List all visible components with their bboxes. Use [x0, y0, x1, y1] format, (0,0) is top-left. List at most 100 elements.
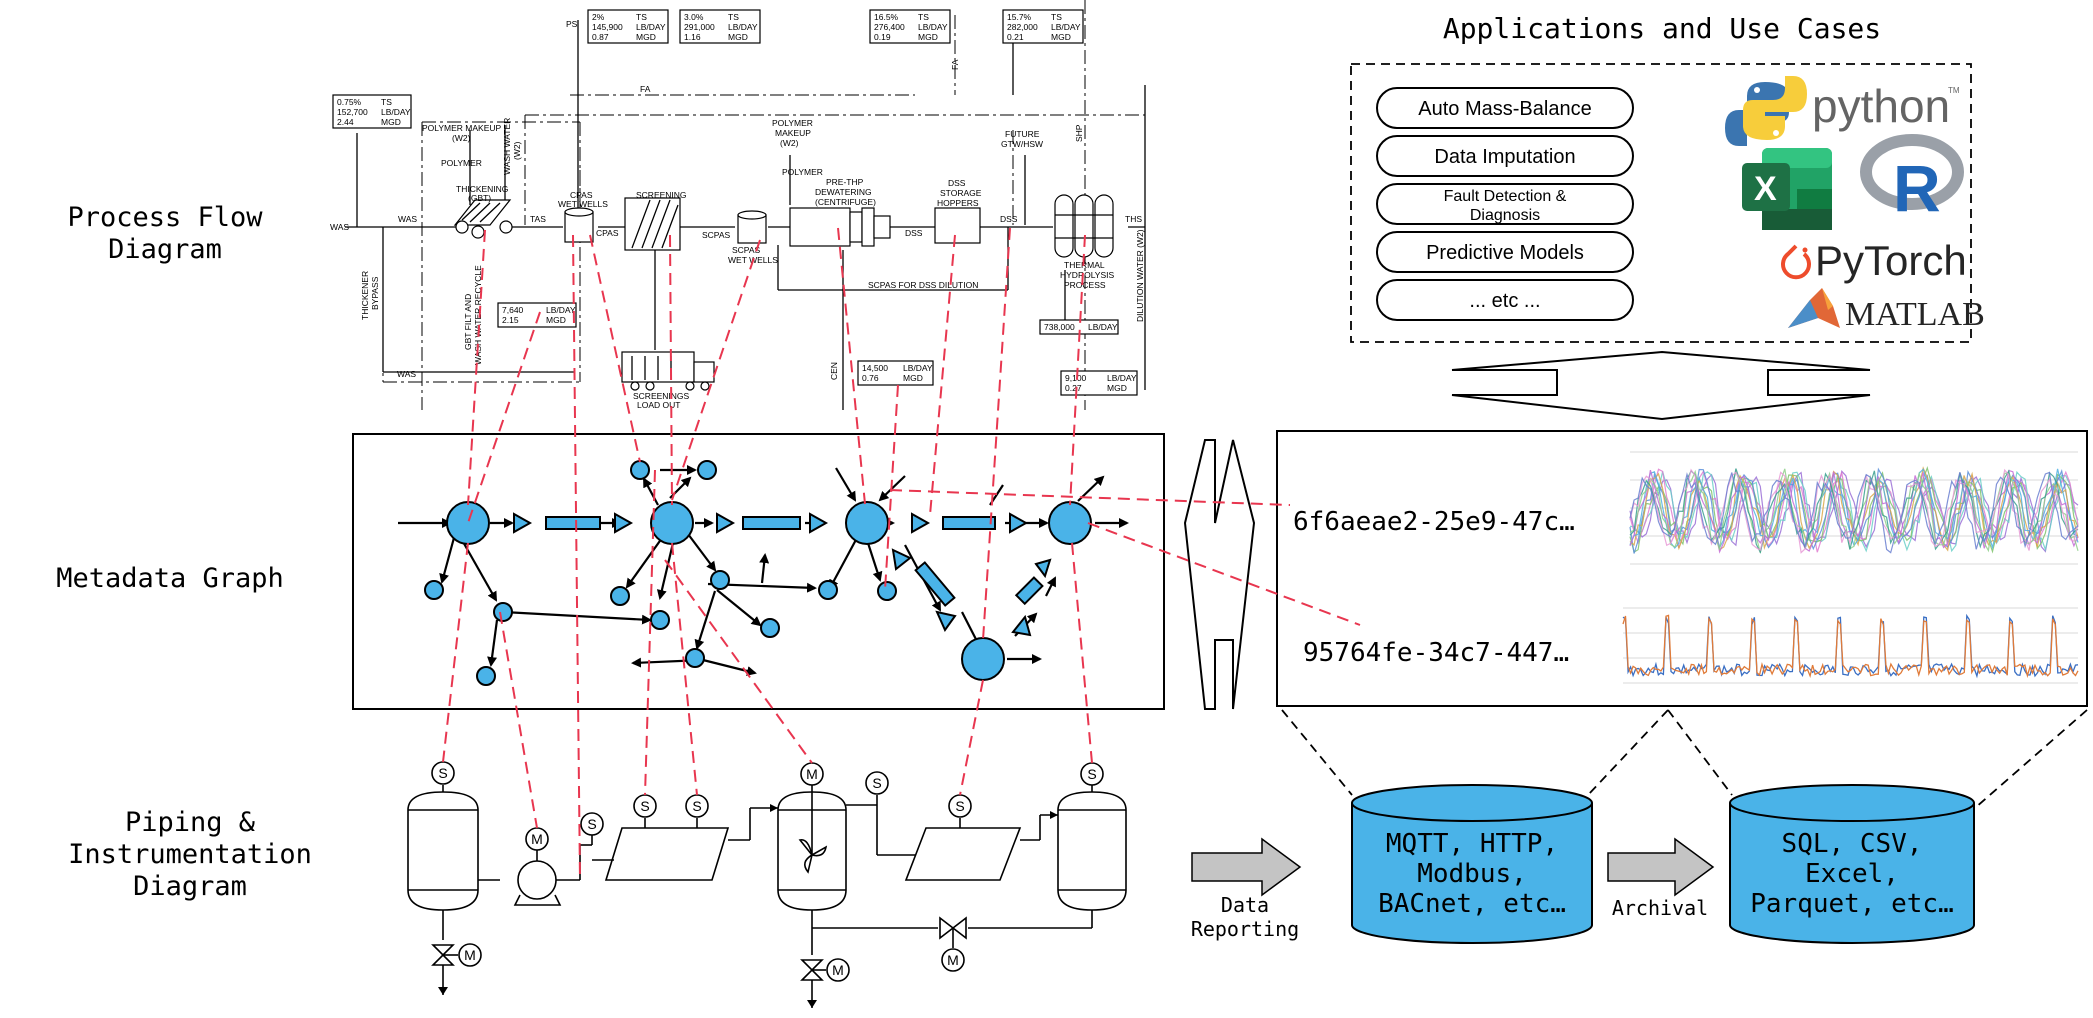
svg-text:S: S [872, 775, 881, 791]
svg-text:2.44: 2.44 [337, 117, 354, 127]
svg-text:GTW/HSW: GTW/HSW [1001, 139, 1043, 149]
svg-text:PRE-THP: PRE-THP [826, 177, 864, 187]
pfd-data-box-3: 3.0% TS 291,000 LB/DAY 1.16 MGD [680, 10, 760, 43]
svg-text:0.27: 0.27 [1065, 383, 1082, 393]
svg-text:THS: THS [1125, 214, 1142, 224]
svg-text:TM: TM [1948, 86, 1960, 95]
svg-text:TS: TS [918, 12, 929, 22]
svg-text:HYDROLYSIS: HYDROLYSIS [1060, 270, 1114, 280]
svg-text:WET WELLS: WET WELLS [558, 199, 608, 209]
svg-text:PROCESS: PROCESS [1064, 280, 1106, 290]
pytorch-logo: PyTorch [1783, 237, 1967, 284]
svg-text:Diagnosis: Diagnosis [1470, 207, 1540, 224]
pid-motor-tag-2: M [801, 763, 823, 785]
use-case-predictive-models: Predictive Models [1377, 232, 1633, 272]
svg-text:STORAGE: STORAGE [940, 188, 982, 198]
svg-text:DSS: DSS [948, 178, 966, 188]
pid-diagram: S M S S S M S S S M M M [408, 762, 1126, 1008]
svg-text:MGD: MGD [381, 117, 401, 127]
svg-text:CEN: CEN [829, 362, 839, 380]
svg-text:0.19: 0.19 [874, 32, 891, 42]
svg-text:M: M [806, 766, 818, 782]
svg-text:MGD: MGD [903, 373, 923, 383]
svg-text:Predictive Models: Predictive Models [1426, 242, 1584, 264]
svg-text:0.87: 0.87 [592, 32, 609, 42]
svg-text:MGD: MGD [1107, 383, 1127, 393]
svg-text:FA: FA [950, 59, 960, 70]
pfd-data-box-5: 15.7%TS 282,000LB/DAY 0.21MGD [1003, 10, 1083, 43]
svg-text:Diagram: Diagram [108, 234, 222, 265]
svg-text:TS: TS [381, 97, 392, 107]
svg-text:(GBT): (GBT) [468, 193, 491, 203]
svg-text:14,500: 14,500 [862, 363, 888, 373]
pfd-data-box-1: 0.75%TS 152,700LB/DAY 2.44MGD [333, 95, 411, 128]
svg-text:S: S [692, 798, 701, 814]
svg-text:LB/DAY: LB/DAY [903, 363, 933, 373]
use-case-auto-mass-balance: Auto Mass-Balance [1377, 88, 1633, 128]
svg-text:TS: TS [1051, 12, 1062, 22]
svg-text:SCPAS: SCPAS [702, 230, 731, 240]
svg-text:291,000: 291,000 [684, 22, 715, 32]
svg-text:FA: FA [640, 84, 651, 94]
svg-text:S: S [640, 798, 649, 814]
svg-text:TS: TS [728, 12, 739, 22]
data-reporting-arrow: Data Reporting [1191, 839, 1300, 941]
svg-text:DSS: DSS [905, 228, 923, 238]
svg-text:MQTT, HTTP,: MQTT, HTTP, [1386, 829, 1558, 859]
svg-text:... etc ...: ... etc ... [1469, 290, 1540, 312]
svg-text:Reporting: Reporting [1191, 917, 1299, 941]
svg-text:LB/DAY: LB/DAY [546, 305, 576, 315]
svg-text:S: S [955, 798, 964, 814]
pid-motor-tag-4: M [459, 944, 481, 966]
use-case-etc: ... etc ... [1377, 280, 1633, 320]
svg-text:MATLAB: MATLAB [1845, 296, 1985, 333]
svg-text:1.16: 1.16 [684, 32, 701, 42]
svg-text:LB/DAY: LB/DAY [918, 22, 948, 32]
svg-text:16.5%: 16.5% [874, 12, 899, 22]
svg-text:(W2): (W2) [452, 133, 471, 143]
pfd-data-box-9: 9,100LB/DAY 0.27MGD [1061, 371, 1137, 395]
svg-text:LB/DAY: LB/DAY [728, 22, 758, 32]
pid-sensor-tag-7: S [1081, 763, 1103, 785]
svg-text:MGD: MGD [636, 32, 656, 42]
use-case-data-imputation: Data Imputation [1377, 136, 1633, 176]
archival-arrow: Archival [1608, 839, 1713, 920]
svg-text:X: X [1754, 170, 1777, 208]
svg-text:Archival: Archival [1612, 896, 1708, 920]
pid-motor-tag-5: M [827, 959, 849, 981]
pfd-data-box-2: 2%TS 145,900LB/DAY 0.87MGD [588, 10, 668, 43]
pid-motor-tag-3: M [942, 949, 964, 971]
svg-text:WAS: WAS [397, 369, 416, 379]
svg-text:LOAD OUT: LOAD OUT [637, 400, 680, 410]
pid-sensor-tag-5: S [866, 772, 888, 794]
svg-text:Diagram: Diagram [133, 871, 247, 902]
graph-data-link-arrow [1185, 440, 1254, 709]
pid-motor-tag-1: M [526, 828, 548, 850]
svg-text:SQL, CSV,: SQL, CSV, [1782, 829, 1923, 859]
svg-text:MGD: MGD [546, 315, 566, 325]
pid-sensor-tag-4: S [686, 795, 708, 817]
svg-text:BACnet, etc…: BACnet, etc… [1378, 889, 1566, 919]
svg-text:MGD: MGD [728, 32, 748, 42]
svg-text:2.15: 2.15 [502, 315, 519, 325]
svg-text:WAS: WAS [398, 214, 417, 224]
svg-text:Data Imputation: Data Imputation [1434, 146, 1575, 168]
database-protocols: MQTT, HTTP, Modbus, BACnet, etc… [1352, 785, 1592, 943]
svg-text:Fault Detection &: Fault Detection & [1444, 188, 1567, 205]
svg-text:0.75%: 0.75% [337, 97, 362, 107]
svg-text:(CENTRIFUGE): (CENTRIFUGE) [815, 197, 876, 207]
svg-text:M: M [531, 831, 543, 847]
svg-text:M: M [464, 947, 476, 963]
r-logo: R [1866, 140, 1958, 225]
section-label-metadata-graph: Metadata Graph [56, 563, 284, 594]
pid-sensor-tag-1: S [432, 762, 454, 784]
process-flow-diagram: 0.75%TS 152,700LB/DAY 2.44MGD 2%TS 145,9… [330, 0, 1145, 410]
svg-text:7,640: 7,640 [502, 305, 524, 315]
database-formats: SQL, CSV, Excel, Parquet, etc… [1730, 785, 1974, 943]
svg-text:3.0%: 3.0% [684, 12, 704, 22]
svg-text:LB/DAY: LB/DAY [1051, 22, 1081, 32]
svg-text:BYPASS: BYPASS [370, 276, 380, 310]
svg-text:POLYMER: POLYMER [441, 158, 482, 168]
svg-text:0.76: 0.76 [862, 373, 879, 383]
svg-text:145,900: 145,900 [592, 22, 623, 32]
